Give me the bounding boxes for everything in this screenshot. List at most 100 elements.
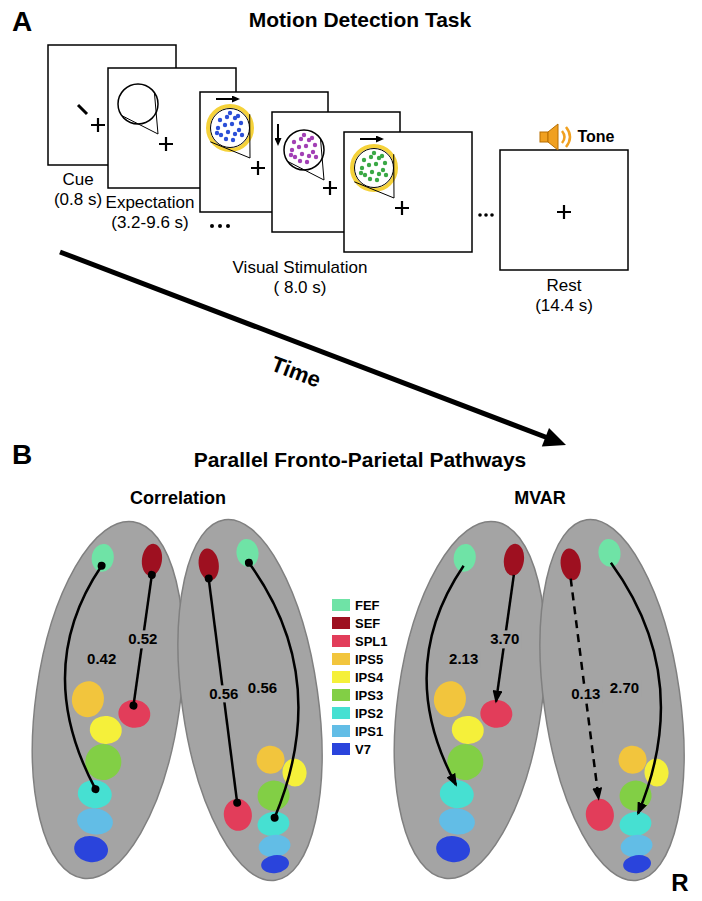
tone-icon-part — [540, 132, 548, 142]
screen-frame: Visual Stimulation ( 8.0 s) — [200, 92, 328, 212]
brain-hemisphere-part — [204, 574, 213, 583]
expectation-screen-part — [118, 84, 158, 124]
screen-caption: Rest (14.4 s) — [534, 276, 594, 317]
region-legend: FEFSEFSPL1IPS5IPS4IPS3IPS2IPS1V7 — [332, 596, 388, 758]
screen-frame: Expectation (3.2-9.6 s) — [108, 68, 236, 188]
legend-swatch — [332, 671, 350, 683]
legend-row: IPS5 — [332, 650, 388, 668]
brain-hemisphere — [157, 510, 342, 889]
brain-hemisphere-part — [239, 558, 315, 817]
brain-hemisphere-part — [479, 698, 515, 730]
brain-hemisphere-part — [76, 778, 114, 810]
brain-hemisphere-part — [206, 579, 240, 803]
brain-hemisphere-part — [603, 558, 677, 813]
brain-hemisphere — [374, 512, 567, 889]
screen-frame: Rest (14.4 s) — [500, 150, 628, 270]
expectation-screen-part — [159, 137, 173, 151]
ellipsis-dots-part — [478, 213, 482, 217]
ellipsis-dots-part — [210, 224, 214, 228]
stimulus-screen-part — [359, 151, 388, 182]
weight-value: 2.70 — [608, 680, 641, 697]
brain-hemisphere-part — [88, 714, 124, 746]
weight-value: 0.42 — [85, 650, 118, 667]
brain-hemisphere-part — [260, 853, 290, 875]
legend-text: IPS2 — [355, 706, 383, 721]
brain-hemisphere-part — [70, 679, 107, 719]
brain-hemisphere-part — [222, 797, 254, 833]
brain-hemisphere-part — [49, 563, 127, 789]
expectation-screen-part — [122, 93, 158, 135]
brain-hemisphere-part — [568, 579, 602, 799]
legend-text: IPS5 — [355, 652, 383, 667]
brain-hemisphere-part — [411, 563, 487, 785]
weight-value: 0.52 — [126, 631, 159, 648]
stimulus-screen-part — [210, 114, 250, 158]
stimulus-screen-part — [323, 181, 337, 195]
weight-value: 2.13 — [447, 650, 480, 667]
brain-hemisphere-part — [597, 538, 623, 569]
weight-value: 3.70 — [488, 631, 521, 648]
weight-value: 0.56 — [246, 680, 279, 697]
weight-value: 0.13 — [569, 685, 602, 702]
screen-caption: Visual Stimulation ( 8.0 s) — [232, 258, 369, 299]
brain-hemisphere-part — [617, 744, 649, 776]
legend-text: SEF — [355, 616, 380, 631]
legend-row: IPS2 — [332, 704, 388, 722]
brain-hemisphere — [12, 512, 205, 889]
legend-swatch — [332, 725, 350, 737]
time-arrow-part — [542, 428, 566, 447]
stimulus-screen — [344, 132, 472, 252]
brain-hemisphere-part — [72, 834, 109, 864]
stimulus-screen-part — [289, 133, 318, 164]
rest-screen — [500, 124, 628, 270]
legend-row: SEF — [332, 614, 388, 632]
brain-hemisphere-part — [643, 757, 671, 788]
brain-hemisphere-part — [450, 714, 486, 746]
brain-hemisphere-part — [437, 806, 476, 837]
stimulus-screen-part — [354, 154, 394, 198]
stimulus-screen-part — [215, 111, 244, 142]
ellipsis-dots — [210, 213, 494, 228]
legend-swatch — [332, 689, 350, 701]
stimulus-screen-part — [277, 124, 279, 144]
weight-value: 0.56 — [207, 685, 240, 702]
stimulus-screen-part — [360, 138, 382, 140]
legend-row: IPS4 — [332, 668, 388, 686]
column-heading: MVAR — [514, 488, 566, 509]
screen-caption: Expectation (3.2-9.6 s) — [105, 193, 196, 234]
brain-hemisphere-part — [117, 698, 153, 730]
legend-swatch — [332, 653, 350, 665]
brain-hemisphere-part — [270, 813, 279, 822]
brain-hemisphere-part — [622, 853, 652, 875]
brain-hemisphere-part — [235, 538, 261, 569]
tone-icon-part — [548, 124, 558, 150]
brain-hemisphere-part — [233, 798, 242, 807]
brain-hemisphere-part — [147, 570, 156, 579]
tone-icon — [540, 124, 570, 150]
brain-hemisphere — [519, 510, 702, 889]
ellipsis-dots-part — [218, 224, 222, 228]
column-heading: Correlation — [130, 488, 226, 509]
brain-hemisphere-part — [432, 679, 469, 719]
legend-text: FEF — [355, 598, 380, 613]
legend-swatch — [332, 743, 350, 755]
stimulus-screen-part — [251, 161, 265, 175]
ellipsis-dots-part — [490, 213, 494, 217]
time-label: Time — [268, 351, 325, 393]
brain-hemisphere-part — [157, 510, 342, 889]
brain-hemisphere-part — [244, 558, 253, 567]
legend-text: V7 — [355, 742, 371, 757]
stimulus-screen-part — [355, 149, 394, 188]
hemisphere-label: R — [671, 869, 688, 897]
legend-swatch — [332, 617, 350, 629]
brain-hemisphere-part — [91, 785, 100, 794]
legend-row: IPS1 — [332, 722, 388, 740]
brain-hemisphere-part — [452, 542, 478, 573]
brain-hemisphere-part — [97, 561, 106, 570]
stimulus-screen-part — [344, 132, 472, 252]
brain-hemisphere-part — [438, 778, 476, 810]
legend-row: SPL1 — [332, 632, 388, 650]
cue-screen-part — [91, 118, 105, 132]
